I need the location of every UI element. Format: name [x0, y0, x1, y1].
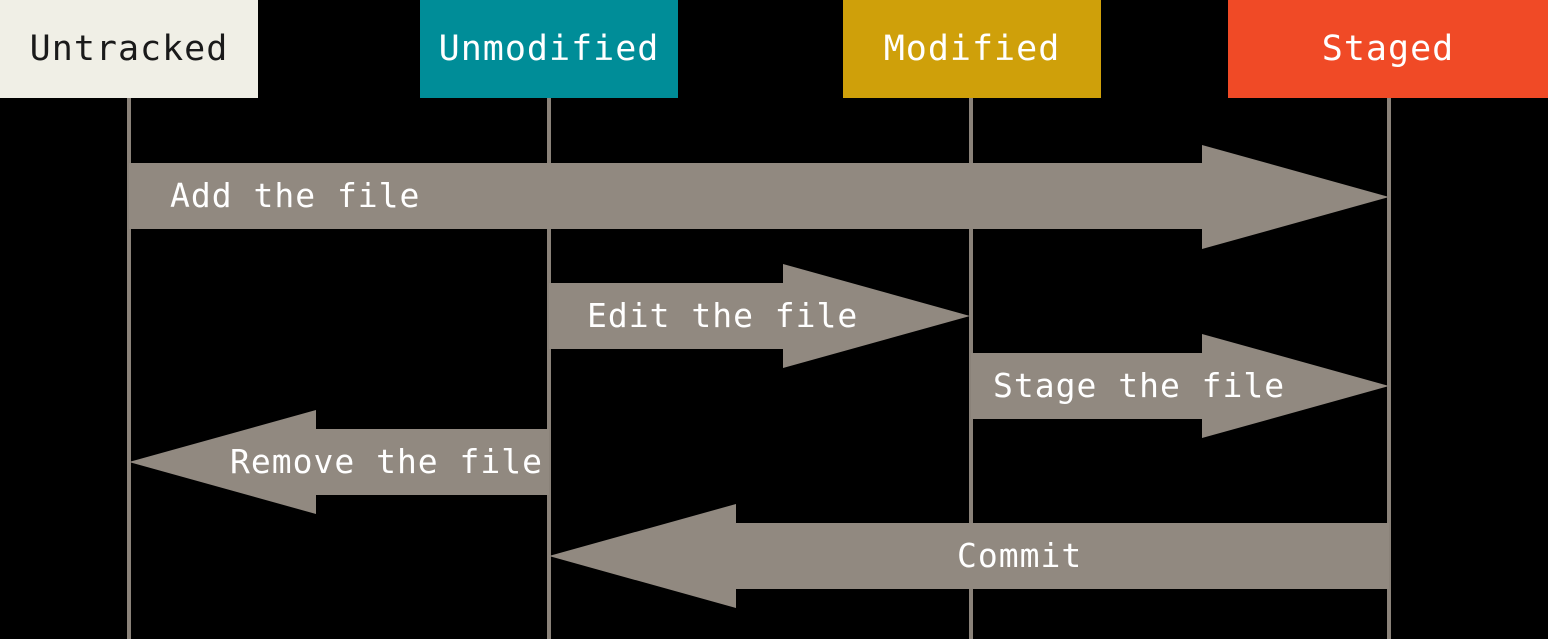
lifeline-untracked [127, 98, 131, 639]
arrow-label: Remove the file [230, 442, 544, 481]
arrow-head-right-icon [783, 264, 970, 368]
arrow-body [736, 523, 1389, 589]
state-modified: Modified [843, 0, 1101, 98]
state-untracked: Untracked [0, 0, 258, 98]
arrow-head-left-icon [129, 410, 316, 514]
lifeline-staged [1387, 98, 1391, 639]
state-unmodified: Unmodified [420, 0, 678, 98]
arrow-body [549, 283, 783, 349]
arrow-head-right-icon [1202, 145, 1389, 249]
arrow-head-right-icon [1202, 334, 1389, 438]
arrow-label: Commit [957, 536, 1083, 575]
state-staged: Staged [1228, 0, 1548, 98]
lifeline-unmodified [547, 98, 551, 639]
arrow-body [316, 429, 549, 495]
arrow-label: Edit the file [587, 296, 859, 335]
arrow-label: Stage the file [993, 366, 1286, 405]
arrow-label: Add the file [170, 176, 421, 215]
arrow-body [971, 353, 1202, 419]
arrow-body [129, 163, 1202, 229]
arrow-head-left-icon [549, 504, 736, 608]
